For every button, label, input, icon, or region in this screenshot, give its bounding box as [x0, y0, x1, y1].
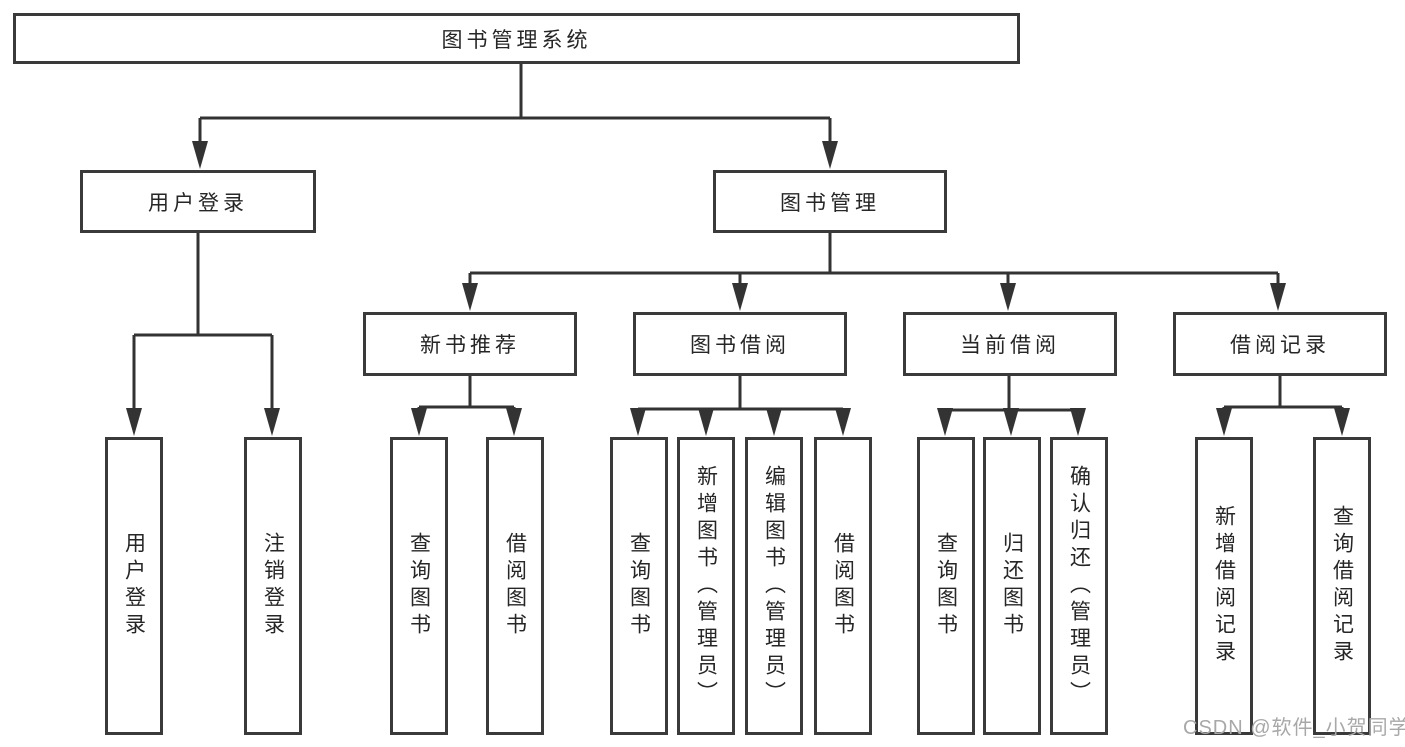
node-new-book-recommend-label: 新书推荐 — [420, 334, 520, 357]
leaf-label: 借阅图书 — [503, 532, 527, 640]
leaf-label: 编辑图书（管理员） — [762, 464, 786, 708]
leaf-add-borrow-record: 新增借阅记录 — [1195, 437, 1253, 735]
node-current-borrow-label: 当前借阅 — [960, 334, 1060, 357]
node-root-label: 图书管理系统 — [441, 28, 592, 52]
leaf-query-book-2: 查询图书 — [610, 437, 668, 735]
leaf-label: 注销登录 — [261, 532, 285, 640]
leaf-logout: 注销登录 — [244, 437, 302, 735]
leaf-confirm-return-admin: 确认归还（管理员） — [1050, 437, 1108, 735]
node-book-management-label: 图书管理 — [780, 191, 880, 215]
node-book-borrow-label: 图书借阅 — [690, 334, 790, 357]
node-user-login: 用户登录 — [80, 170, 316, 233]
node-borrow-record-label: 借阅记录 — [1230, 334, 1330, 357]
leaf-label: 借阅图书 — [831, 532, 855, 640]
leaf-borrow-book-1: 借阅图书 — [486, 437, 544, 735]
leaf-label: 新增图书（管理员） — [694, 464, 718, 708]
leaf-return-book: 归还图书 — [983, 437, 1041, 735]
node-user-login-label: 用户登录 — [148, 191, 248, 215]
leaf-label: 查询借阅记录 — [1330, 505, 1354, 667]
node-book-management: 图书管理 — [713, 170, 947, 233]
leaf-query-book-1: 查询图书 — [390, 437, 448, 735]
leaf-add-book-admin: 新增图书（管理员） — [677, 437, 735, 735]
leaf-borrow-book-2: 借阅图书 — [814, 437, 872, 735]
node-book-borrow: 图书借阅 — [633, 312, 847, 376]
leaf-label: 确认归还（管理员） — [1067, 464, 1091, 708]
leaf-query-borrow-record: 查询借阅记录 — [1313, 437, 1371, 735]
node-borrow-record: 借阅记录 — [1173, 312, 1387, 376]
leaf-label: 用户登录 — [122, 532, 146, 640]
watermark: CSDN @软件_小贺同学 — [1183, 717, 1405, 739]
node-current-borrow: 当前借阅 — [903, 312, 1117, 376]
leaf-label: 归还图书 — [1000, 532, 1024, 640]
leaf-label: 查询图书 — [627, 532, 651, 640]
node-root: 图书管理系统 — [13, 13, 1020, 64]
leaf-label: 新增借阅记录 — [1212, 505, 1236, 667]
leaf-query-book-3: 查询图书 — [917, 437, 975, 735]
node-new-book-recommend: 新书推荐 — [363, 312, 577, 376]
leaf-edit-book-admin: 编辑图书（管理员） — [745, 437, 803, 735]
leaf-label: 查询图书 — [407, 532, 431, 640]
leaf-label: 查询图书 — [934, 532, 958, 640]
leaf-user-login: 用户登录 — [105, 437, 163, 735]
